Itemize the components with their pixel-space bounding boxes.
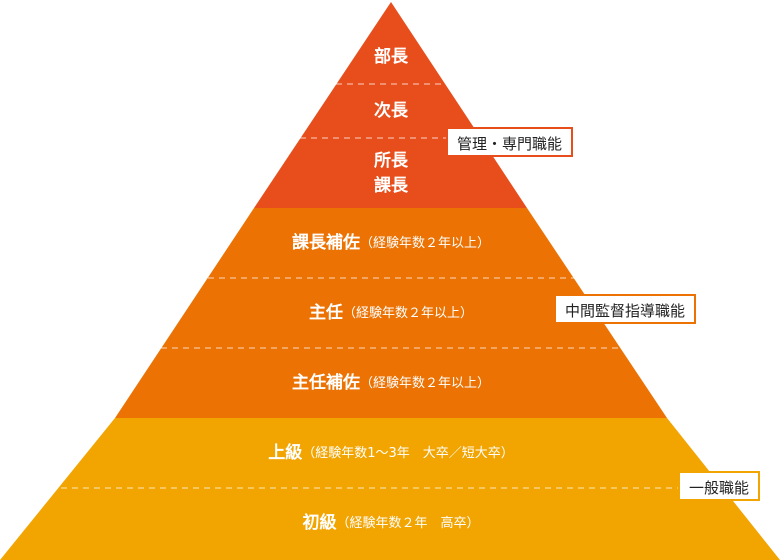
tier-label-bucho: 部長 <box>374 46 409 67</box>
band-general <box>0 418 780 560</box>
tier-label-jokyu: 上級（経験年数1～3年 大卒／短大卒） <box>268 442 514 463</box>
category-label-general: 一般職能 <box>678 471 761 501</box>
tier-label-shunin: 主任（経験年数２年以上） <box>309 302 473 323</box>
tier-label-jicho: 次長 <box>374 100 409 121</box>
tier-label-shocho: 所長 <box>374 151 409 171</box>
band-supervisory <box>115 208 667 418</box>
category-label-supervisory: 中間監督指導職能 <box>554 294 697 324</box>
tier-label-shunin-hosa: 主任補佐（経験年数２年以上） <box>292 372 490 393</box>
category-label-management: 管理・専門職能 <box>446 127 574 157</box>
tier-label-kacho: 課長 <box>374 175 409 196</box>
tier-label-shokyu: 初級（経験年数２年 高卒） <box>302 512 479 533</box>
tier-label-kacho-hosa: 課長補佐（経験年数２年以上） <box>292 232 490 253</box>
